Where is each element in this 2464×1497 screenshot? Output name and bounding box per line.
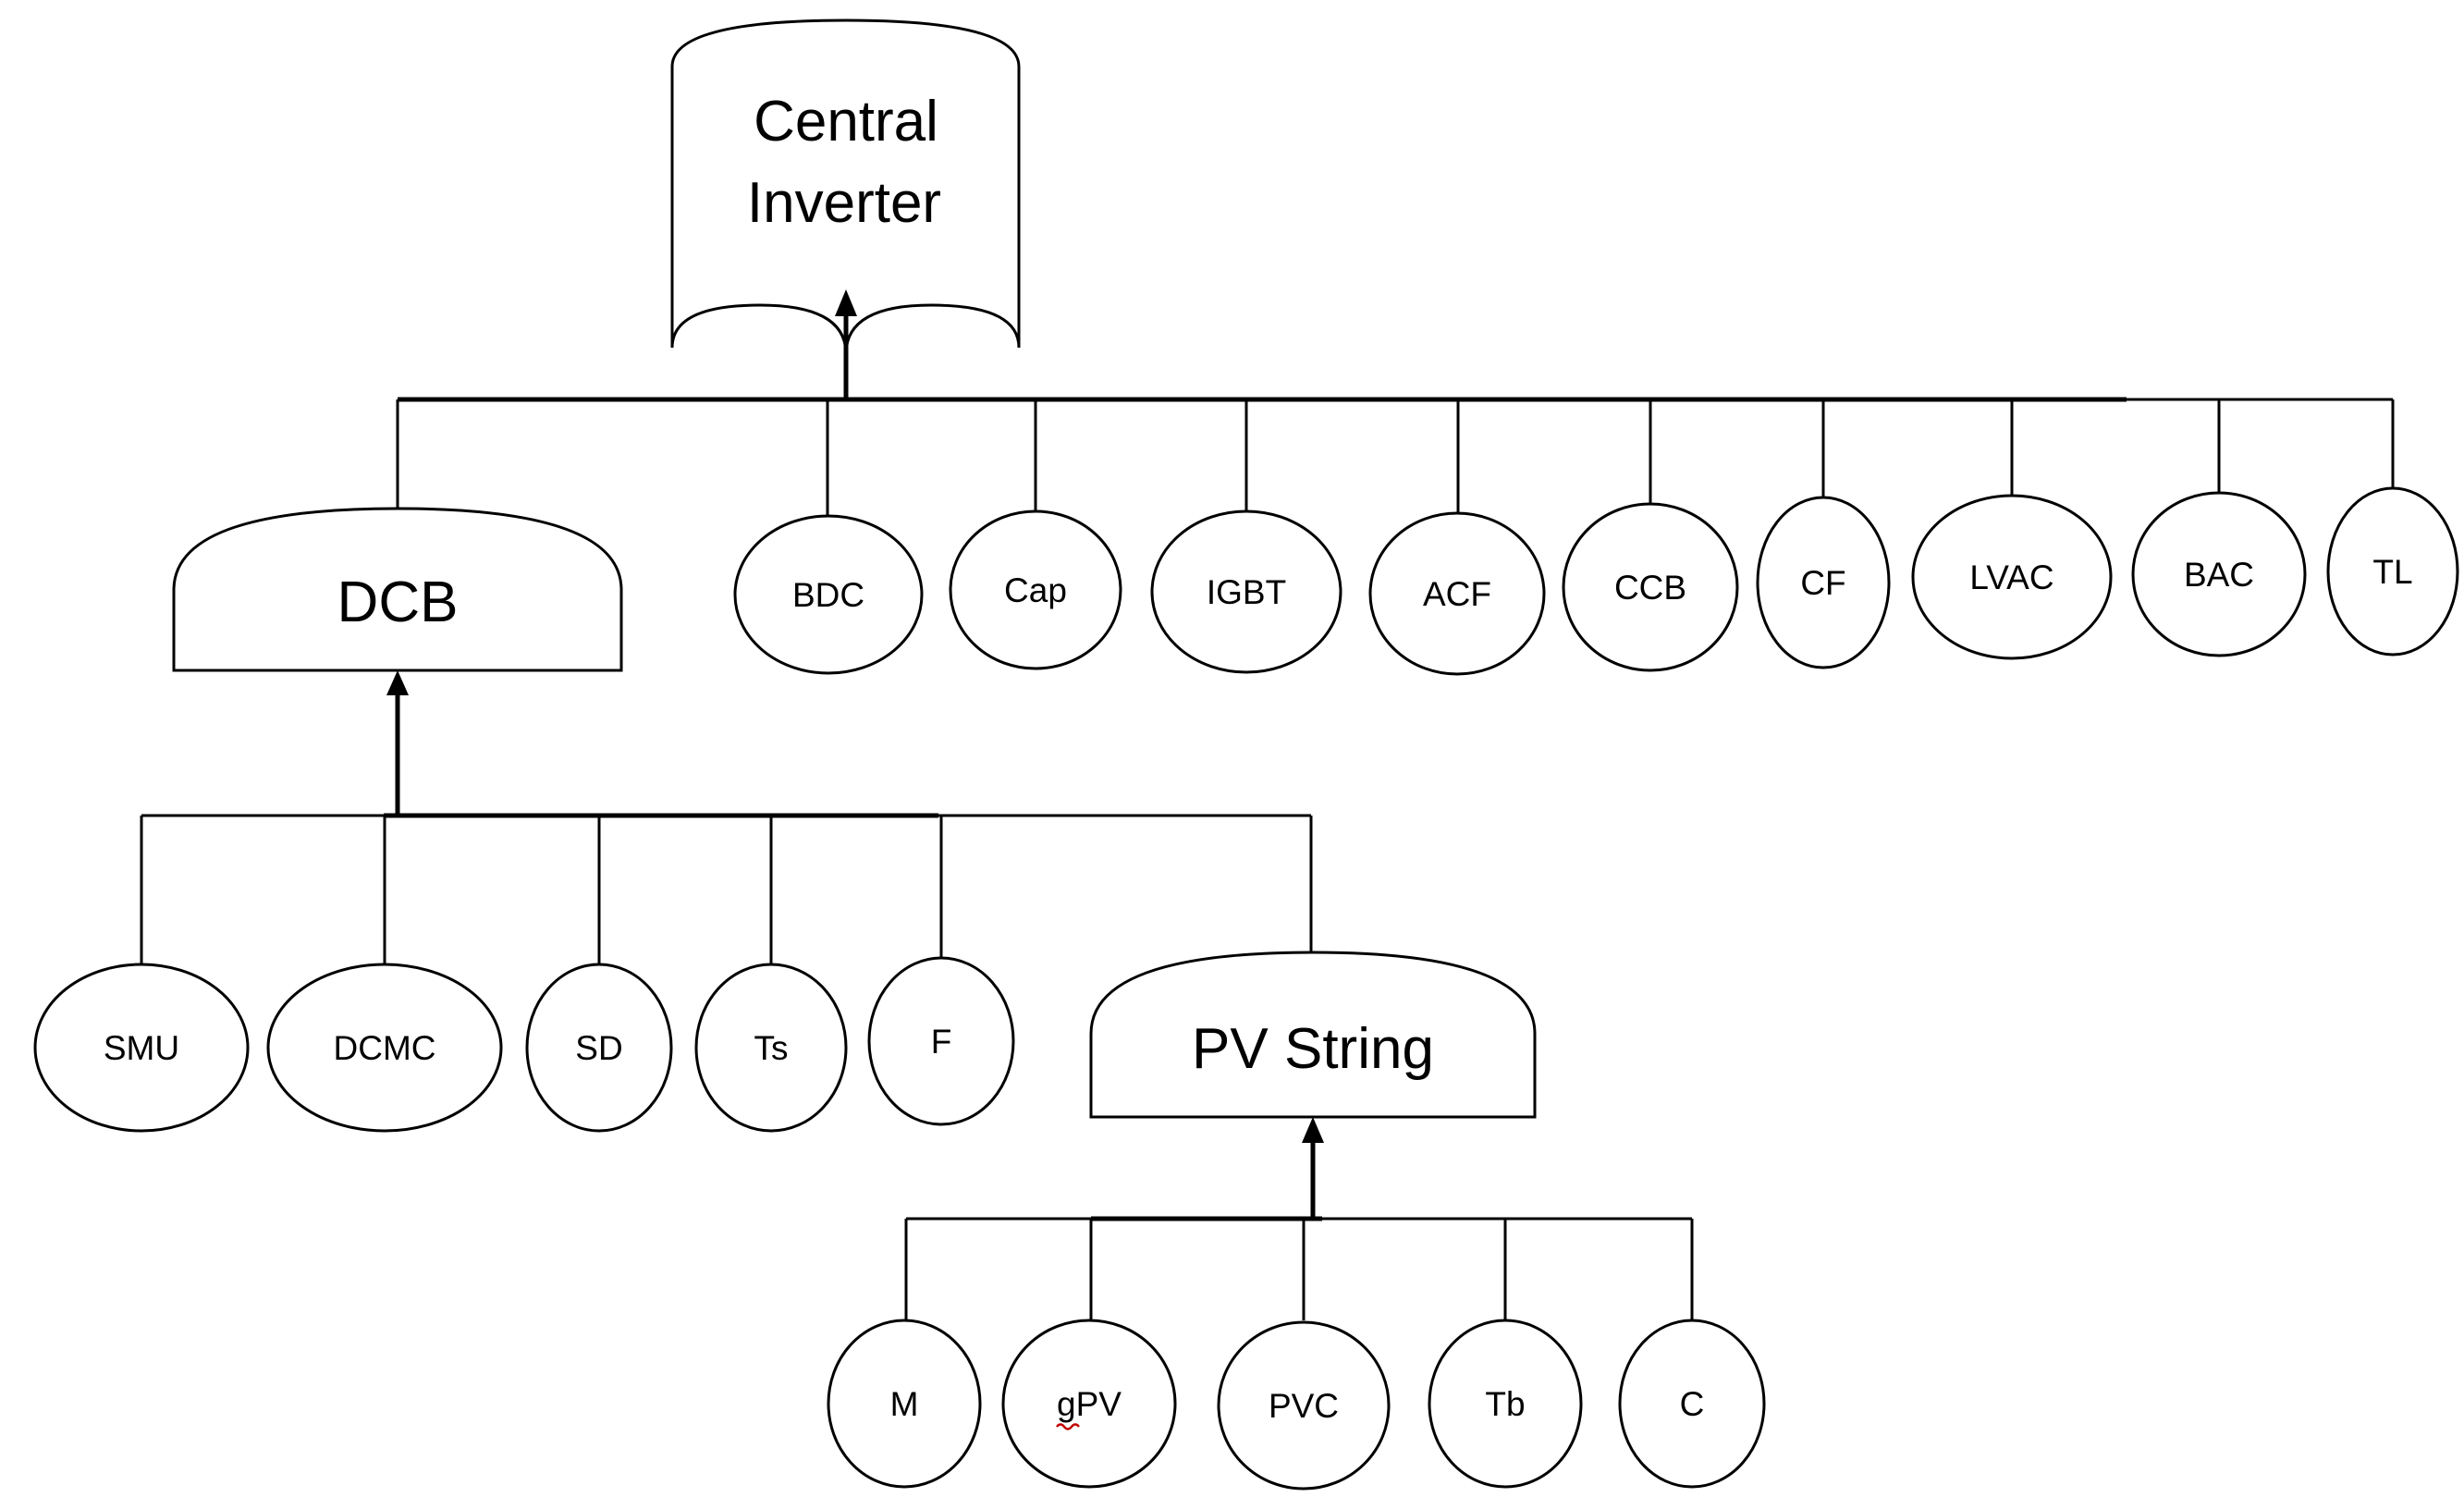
event-bdc-shape (733, 514, 924, 675)
event-bac: BAC (2131, 491, 2307, 657)
central-inverter-gate: Central Inverter (670, 18, 1021, 355)
dcb-arrowhead (386, 670, 409, 695)
event-acf-shape (1368, 511, 1546, 676)
event-ccb-label: CCB (1614, 569, 1686, 607)
pv-string-gate-label: PV String (1192, 1017, 1434, 1081)
event-ccb: CCB (1562, 502, 1739, 672)
event-lvac-label: LVAC (1969, 558, 2053, 596)
event-dcmc-shape (266, 963, 503, 1133)
event-tb-shape (1428, 1319, 1583, 1489)
event-tl: TL (2326, 486, 2459, 656)
event-igbt-shape (1150, 509, 1342, 674)
event-m-label: M (890, 1385, 919, 1423)
event-smu-label: SMU (104, 1029, 179, 1067)
event-cap-shape (949, 509, 1122, 670)
event-cf-shape (1756, 496, 1891, 669)
event-cf: CF (1756, 496, 1891, 669)
pv-string-events: M gPV PVC Tb C (827, 1319, 1766, 1491)
event-c: C (1618, 1319, 1766, 1489)
central-inverter-label-line2: Inverter (747, 171, 941, 235)
dcb-gate-shape (172, 507, 623, 672)
event-dcmc: DCMC (266, 963, 503, 1133)
event-bac-shape (2131, 491, 2307, 657)
event-cf-label: CF (1800, 564, 1845, 602)
event-ts-label: Ts (754, 1029, 789, 1067)
event-pvc-label: PVC (1269, 1387, 1339, 1425)
dcb-events: SMU DCMC SD Ts F (33, 956, 1015, 1133)
event-bdc-label: BDC (792, 576, 864, 614)
spellcheck-underline-icon (1056, 1423, 1080, 1430)
event-gpv: gPV (1001, 1319, 1177, 1489)
event-igbt: IGBT (1150, 509, 1342, 674)
event-tl-label: TL (2372, 553, 2412, 591)
dcb-connectors (140, 670, 1313, 964)
pv-string-gate: PV String (1089, 951, 1537, 1119)
event-acf: ACF (1368, 511, 1546, 676)
event-acf-label: ACF (1423, 575, 1491, 613)
central-inverter-label-line1: Central (754, 90, 938, 153)
event-c-shape (1618, 1319, 1766, 1489)
event-igbt-label: IGBT (1207, 573, 1286, 611)
event-lvac: LVAC (1911, 494, 2113, 660)
event-tl-shape (2326, 486, 2459, 656)
event-cap: Cap (949, 509, 1122, 670)
event-ts: Ts (694, 963, 848, 1133)
event-bac-label: BAC (2184, 556, 2254, 594)
event-cap-label: Cap (1004, 571, 1067, 609)
dcb-gate: DCB (172, 507, 623, 672)
event-f-shape (867, 956, 1015, 1126)
event-m: M (827, 1319, 982, 1489)
event-gpv-shape (1001, 1319, 1177, 1489)
event-smu: SMU (33, 963, 250, 1133)
pv-string-connectors (904, 1117, 1694, 1322)
event-sd: SD (525, 963, 673, 1133)
central-inverter-events: BDC Cap IGBT ACF CCB CF LVAC BAC (733, 486, 2459, 676)
event-ts-shape (694, 963, 848, 1133)
event-pvc: PVC (1217, 1320, 1391, 1491)
event-gpv-label: gPV (1057, 1385, 1122, 1423)
event-sd-shape (525, 963, 673, 1133)
event-pvc-shape (1217, 1320, 1391, 1491)
event-lvac-shape (1911, 494, 2113, 660)
event-smu-shape (33, 963, 250, 1133)
event-tb: Tb (1428, 1319, 1583, 1489)
event-f-label: F (931, 1023, 952, 1061)
event-ccb-shape (1562, 502, 1739, 672)
dcb-gate-label: DCB (337, 571, 459, 634)
central-inverter-connectors (396, 289, 2395, 518)
event-dcmc-label: DCMC (334, 1029, 436, 1067)
pv-string-arrowhead (1302, 1117, 1324, 1143)
central-inverter-gate-shape (670, 18, 1021, 355)
event-bdc: BDC (733, 514, 924, 675)
event-f: F (867, 956, 1015, 1126)
event-sd-label: SD (575, 1029, 622, 1067)
event-tb-label: Tb (1485, 1385, 1525, 1423)
event-c-label: C (1680, 1385, 1705, 1423)
central-inverter-arrowhead (835, 289, 857, 316)
event-m-shape (827, 1319, 982, 1489)
pv-string-gate-shape (1089, 951, 1537, 1119)
